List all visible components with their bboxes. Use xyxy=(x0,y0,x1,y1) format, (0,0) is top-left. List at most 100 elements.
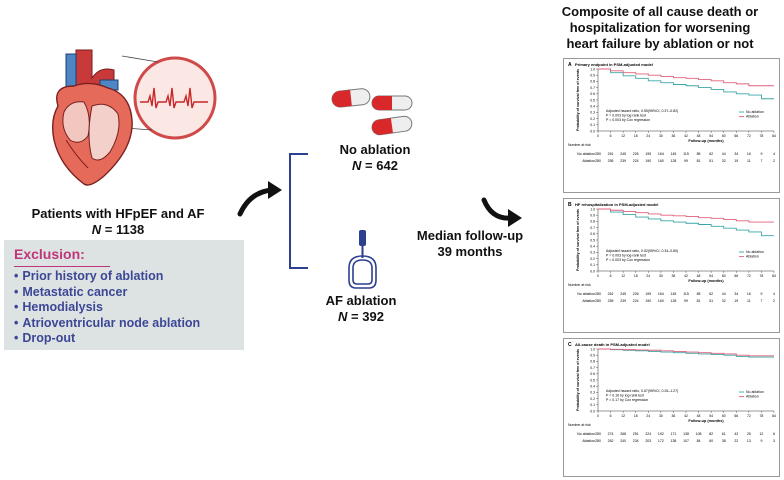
risk-value: 262 xyxy=(608,439,614,443)
risk-value: 164 xyxy=(658,292,664,296)
no-ablation-label: No ablation xyxy=(339,142,411,157)
legend-label: No ablation xyxy=(746,390,764,394)
x-tick-label: 84 xyxy=(772,274,776,278)
risk-value: 60 xyxy=(709,439,713,443)
risk-value: 19 xyxy=(734,159,738,163)
exclusion-underline xyxy=(14,266,110,267)
risk-value: 85 xyxy=(697,152,701,156)
risk-value: 224 xyxy=(633,159,639,163)
patients-count: N = 1138 xyxy=(8,222,228,237)
panel-letter: B xyxy=(568,202,572,208)
x-tick-label: 6 xyxy=(610,414,612,418)
annotation-line: Adjusted hazard ratio, 0.55(95%CI, 0.37–… xyxy=(606,109,678,113)
x-tick-label: 18 xyxy=(634,134,638,138)
x-tick-label: 24 xyxy=(646,274,650,278)
risk-value: 128 xyxy=(671,159,677,163)
y-tick-label: 0.2 xyxy=(590,257,595,261)
x-tick-label: 12 xyxy=(621,134,625,138)
risk-value: 240 xyxy=(620,439,626,443)
risk-value: 239 xyxy=(620,159,626,163)
risk-value: 245 xyxy=(620,292,626,296)
km-curve xyxy=(598,68,774,100)
main-title-line: heart failure by ablation or not xyxy=(566,36,754,51)
y-tick-label: 0.4 xyxy=(590,385,595,389)
risk-value: 16 xyxy=(747,292,751,296)
n-symbol: N xyxy=(338,309,348,324)
x-tick-label: 60 xyxy=(722,134,726,138)
risk-value: 38 xyxy=(722,439,726,443)
panel-title: Primary endpoint in PSM-adjusted model xyxy=(575,62,653,67)
risk-value: 164 xyxy=(658,152,664,156)
exclusion-box: Exclusion: Prior history of ablation Met… xyxy=(4,240,244,350)
risk-value: 9 xyxy=(760,292,762,296)
x-tick-label: 60 xyxy=(722,414,726,418)
y-tick-label: 1.0 xyxy=(590,67,595,71)
x-tick-label: 48 xyxy=(697,414,701,418)
y-tick-label: 0.3 xyxy=(590,251,595,255)
x-axis-label: Follow-up (months) xyxy=(688,139,724,143)
risk-value: 2 xyxy=(773,299,775,303)
risk-value: 234 xyxy=(633,439,639,443)
y-tick-label: 0.2 xyxy=(590,397,595,401)
risk-value: 32 xyxy=(722,159,726,163)
y-tick-label: 0.3 xyxy=(590,391,595,395)
y-tick-label: 0.1 xyxy=(590,403,595,407)
main-title-line: hospitalization for worsening xyxy=(569,20,751,35)
risk-value: 22 xyxy=(734,439,738,443)
y-tick-label: 0.6 xyxy=(590,92,595,96)
risk-value: 160 xyxy=(658,299,664,303)
y-tick-label: 0.4 xyxy=(590,105,595,109)
risk-value: 115 xyxy=(683,292,689,296)
x-tick-label: 78 xyxy=(760,414,764,418)
y-tick-label: 0.1 xyxy=(590,123,595,127)
x-tick-label: 72 xyxy=(747,414,751,418)
y-axis-label: Probability of survival free of events xyxy=(576,209,580,271)
risk-value: 99 xyxy=(684,299,688,303)
followup-line: Median follow-up xyxy=(416,228,524,243)
risk-value: 85 xyxy=(697,292,701,296)
exclusion-item: Atrioventricular node ablation xyxy=(14,316,200,332)
legend-label: Ablation xyxy=(746,255,759,259)
risk-value: 261 xyxy=(608,292,614,296)
y-tick-label: 0.6 xyxy=(590,232,595,236)
x-tick-label: 30 xyxy=(659,134,663,138)
risk-value: 115 xyxy=(683,152,689,156)
y-axis-label: Probability of survival free of events xyxy=(576,69,580,131)
risk-value: 224 xyxy=(645,432,651,436)
x-tick-label: 72 xyxy=(747,134,751,138)
risk-value: 4 xyxy=(773,152,775,156)
risk-value: 51 xyxy=(709,159,713,163)
n-symbol: N xyxy=(352,158,362,173)
x-tick-label: 12 xyxy=(621,414,625,418)
x-tick-label: 36 xyxy=(672,134,676,138)
annotation-line: P = 0.003 by log-rank test xyxy=(606,114,646,118)
af-ablation-count: N = 392 xyxy=(296,309,426,324)
x-tick-label: 6 xyxy=(610,274,612,278)
risk-value: 11 xyxy=(747,299,751,303)
risk-table-label: Number at risk xyxy=(568,283,591,287)
risk-value: 81 xyxy=(697,159,701,163)
risk-value: 226 xyxy=(633,152,639,156)
panel-letter: C xyxy=(568,342,572,348)
km-curve xyxy=(598,348,774,358)
risk-value: 4 xyxy=(773,292,775,296)
risk-value: 224 xyxy=(633,299,639,303)
risk-value: 280 xyxy=(595,159,601,163)
risk-value: 99 xyxy=(684,159,688,163)
heart-illustration xyxy=(51,49,217,186)
n-value: = 1138 xyxy=(101,222,145,237)
followup-text: Median follow-up 39 months xyxy=(400,228,540,260)
x-tick-label: 66 xyxy=(734,414,738,418)
x-tick-label: 84 xyxy=(772,414,776,418)
risk-value: 128 xyxy=(671,299,677,303)
risk-value: 280 xyxy=(595,299,601,303)
y-tick-label: 0.8 xyxy=(590,80,595,84)
annotation-line: P = 0.17 by Cox regression xyxy=(606,398,648,402)
y-tick-label: 0.0 xyxy=(590,129,595,133)
group-bracket xyxy=(289,153,308,269)
annotation-line: P = 0.16 by log-rank test xyxy=(606,394,644,398)
y-tick-label: 0.8 xyxy=(590,360,595,364)
ablation-catheter-icon xyxy=(348,230,377,289)
